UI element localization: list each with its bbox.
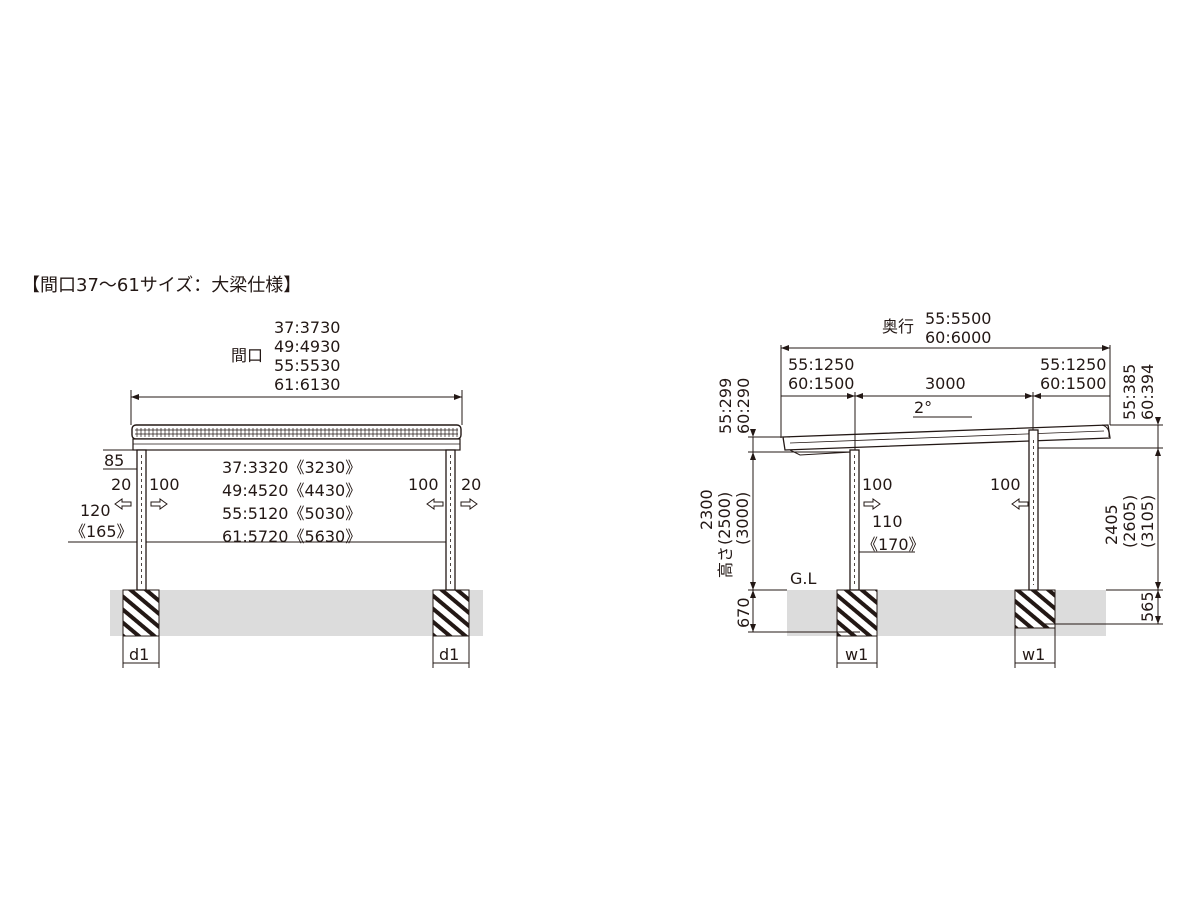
side-right-height-3105: (3105) bbox=[1138, 495, 1157, 548]
front-arrow-left-20 bbox=[114, 498, 132, 510]
front-inner-49: 49:4520《4430》 bbox=[222, 481, 361, 500]
side-dim-110: 110 bbox=[872, 512, 903, 531]
side-left-top-55: 55:299 bbox=[716, 378, 735, 434]
side-depth-label: 奥行 bbox=[882, 317, 914, 336]
front-inner-37: 37:3320《3230》 bbox=[222, 458, 361, 477]
side-right-height-2405: 2405 bbox=[1102, 504, 1121, 545]
front-dim-100-right: 100 bbox=[408, 475, 439, 494]
front-arrow-right-100 bbox=[150, 498, 168, 510]
side-foot-right-w1: w1 bbox=[1022, 645, 1045, 664]
side-arrow-100-b bbox=[1011, 498, 1029, 510]
front-roof-beam bbox=[131, 424, 462, 451]
front-width-dimension bbox=[130, 390, 463, 425]
side-embed-left: 670 bbox=[734, 597, 753, 628]
front-dim-100-left: 100 bbox=[149, 475, 180, 494]
front-foundation-right bbox=[432, 589, 470, 637]
front-dim-20-right: 20 bbox=[461, 475, 481, 494]
front-width-37: 37:3730 bbox=[274, 318, 340, 337]
side-left-overhang-60: 60:1500 bbox=[788, 374, 854, 393]
side-height-2300: 2300 bbox=[697, 489, 716, 530]
front-post-right bbox=[445, 449, 456, 591]
side-height-label: 高さ bbox=[716, 546, 735, 578]
side-right-height-2605: (2605) bbox=[1120, 495, 1139, 548]
side-arrow-100-a bbox=[863, 498, 881, 510]
side-right-top-55: 55:385 bbox=[1120, 364, 1139, 420]
front-foundation-left bbox=[122, 589, 160, 637]
side-embed-right: 565 bbox=[1138, 591, 1157, 622]
front-inner-55: 55:5120《5030》 bbox=[222, 504, 361, 523]
side-dim-100-a: 100 bbox=[862, 475, 893, 494]
front-width-55: 55:5530 bbox=[274, 356, 340, 375]
front-inner-61: 61:5720《5630》 bbox=[222, 527, 361, 546]
side-right-overhang-55: 55:1250 bbox=[1040, 355, 1106, 374]
front-dim-165: 《165》 bbox=[70, 522, 133, 541]
side-left-overhang-55: 55:1250 bbox=[788, 355, 854, 374]
side-foundation-right bbox=[1014, 589, 1056, 629]
side-right-top-60: 60:394 bbox=[1138, 364, 1157, 420]
side-left-top-60: 60:290 bbox=[734, 378, 753, 434]
side-dim-170: 《170》 bbox=[862, 535, 925, 554]
side-height-2500: (2500) bbox=[715, 492, 734, 545]
side-right-overhang-60: 60:1500 bbox=[1040, 374, 1106, 393]
side-depth-55: 55:5500 bbox=[925, 309, 991, 328]
front-width-61: 61:6130 bbox=[274, 375, 340, 394]
front-foot-left-d1: d1 bbox=[129, 645, 149, 664]
side-view: 奥行 55:5500 60:6000 55:1250 60:1500 3000 … bbox=[697, 309, 1163, 668]
side-depth-dimension bbox=[780, 345, 1111, 438]
front-ground bbox=[110, 590, 483, 636]
side-foot-left-w1: w1 bbox=[845, 645, 868, 664]
side-ground bbox=[787, 590, 1106, 636]
side-height-3000: (3000) bbox=[733, 492, 752, 545]
front-dim-120: 120 bbox=[80, 501, 111, 520]
side-gl-label: G.L bbox=[790, 569, 816, 588]
front-arrow-right-20 bbox=[460, 498, 478, 510]
front-dim-20-left: 20 bbox=[111, 475, 131, 494]
side-span-dimension bbox=[781, 392, 1110, 450]
front-width-49: 49:4930 bbox=[274, 337, 340, 356]
side-dim-100-b: 100 bbox=[990, 475, 1021, 494]
front-dim-85: 85 bbox=[104, 451, 124, 470]
side-right-vertical-dimension bbox=[1038, 417, 1163, 625]
front-width-label: 間口 bbox=[231, 346, 263, 365]
side-depth-60: 60:6000 bbox=[925, 328, 991, 347]
front-arrow-left-100 bbox=[426, 498, 444, 510]
front-foot-right-d1: d1 bbox=[439, 645, 459, 664]
side-slope: 2° bbox=[914, 398, 932, 417]
side-foundation-left bbox=[836, 589, 878, 637]
side-span: 3000 bbox=[925, 374, 966, 393]
side-roof bbox=[782, 424, 1111, 456]
side-left-vertical-dimension bbox=[748, 429, 860, 633]
drawing-title: 【間口37〜61サイズ：大梁仕様】 bbox=[22, 275, 301, 296]
front-view: 間口 37:3730 49:4930 55:5530 61:6130 37:33… bbox=[68, 318, 483, 668]
